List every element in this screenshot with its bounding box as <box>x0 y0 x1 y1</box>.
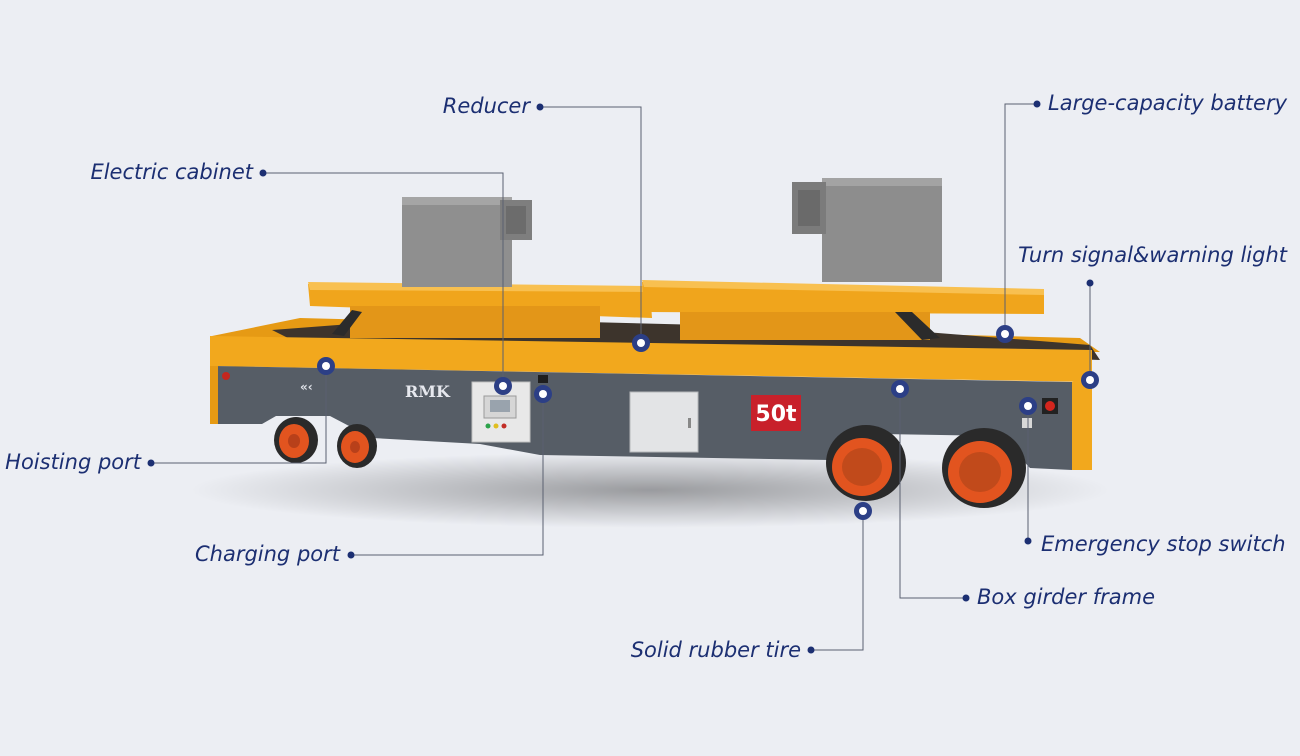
wheel-rear-2 <box>337 424 377 468</box>
leader-emergency-stop-end-dot <box>1024 537 1032 545</box>
pin-emergency-stop <box>1019 397 1037 415</box>
leader-charging-port <box>351 394 544 556</box>
platform-support-left <box>350 306 600 338</box>
label-electric-cabinet: Electric cabinet <box>90 160 253 184</box>
leader-reducer-end-dot <box>536 103 544 111</box>
pin-charging-port <box>534 385 552 403</box>
scissor-beam-left <box>332 310 362 336</box>
leader-reducer <box>540 106 642 343</box>
leader-turn-signal-end-dot <box>1086 279 1094 287</box>
pin-hoisting-port <box>317 357 335 375</box>
brand-logo: RMK <box>405 382 451 401</box>
capacity-badge-bg <box>751 395 801 431</box>
leader-electric-cabinet <box>263 172 504 386</box>
label-large-capacity-battery: Large-capacity battery <box>1048 91 1288 115</box>
leader-battery <box>1004 103 1037 334</box>
wheel-rear-1 <box>274 417 318 463</box>
leader-electric-cabinet-end-dot <box>259 169 267 177</box>
emergency-stop-cap <box>1045 401 1055 411</box>
wheel-front-2 <box>942 428 1026 508</box>
pin-box-girder <box>891 380 909 398</box>
warning-sticker <box>1022 418 1032 428</box>
leader-hoisting-port-end-dot <box>147 459 155 467</box>
left-indicator <box>222 372 230 380</box>
charging-socket <box>538 375 548 383</box>
access-door-latch <box>688 418 691 428</box>
label-emergency-stop-switch: Emergency stop switch <box>1041 532 1286 556</box>
pin-electric-cabinet <box>494 377 512 395</box>
label-hoisting-port: Hoisting port <box>5 450 141 474</box>
scissor-beam-right <box>895 312 940 340</box>
leader-hoisting-port <box>151 366 327 464</box>
label-charging-port: Charging port <box>194 542 340 566</box>
leader-charging-port-end-dot <box>347 551 355 559</box>
upper-platform-right-top <box>642 280 1044 295</box>
callout-pins <box>317 325 1099 520</box>
reducer-left <box>402 197 532 287</box>
pin-turn-signal <box>1081 371 1099 389</box>
capacity-badge: 50t <box>755 402 797 427</box>
frame-right-end <box>1072 376 1092 470</box>
label-reducer: Reducer <box>442 94 530 118</box>
leader-box-girder-end-dot <box>962 594 970 602</box>
direction-chevrons: «‹ <box>300 380 313 394</box>
electric-cabinet-panel <box>471 381 531 443</box>
platform-support-right <box>680 312 930 340</box>
pin-reducer <box>632 334 650 352</box>
leader-battery-end-dot <box>1033 100 1041 108</box>
leader-solid-tire-end-dot <box>807 646 815 654</box>
label-solid-rubber-tire: Solid rubber tire <box>630 638 801 662</box>
reducer-right <box>792 178 942 282</box>
leader-lines <box>147 100 1094 654</box>
transfer-cart: «‹ RMK 50t <box>210 178 1100 508</box>
pin-battery <box>996 325 1014 343</box>
access-door <box>629 391 699 453</box>
frame-top-band <box>210 336 1092 382</box>
pin-solid-tire <box>854 502 872 520</box>
leader-solid-tire <box>811 511 864 651</box>
frame-left-end <box>210 366 218 424</box>
wheel-front-1 <box>826 425 906 501</box>
label-box-girder-frame: Box girder frame <box>977 585 1155 609</box>
leader-box-girder <box>899 389 966 599</box>
label-turn-signal-warning-light: Turn signal&warning light <box>1018 243 1287 267</box>
